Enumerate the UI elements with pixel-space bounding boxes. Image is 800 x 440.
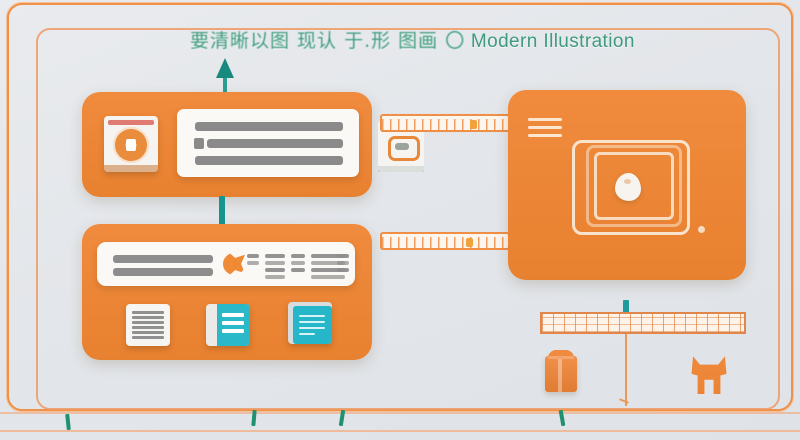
document-teal[interactable] bbox=[288, 302, 332, 344]
badge-icon bbox=[388, 136, 420, 161]
hamburger-icon[interactable] bbox=[528, 118, 562, 140]
text-line bbox=[195, 122, 343, 131]
nested-frame-inner bbox=[594, 152, 674, 220]
baseline-secondary bbox=[0, 412, 800, 414]
disc-tile[interactable] bbox=[104, 116, 158, 172]
page-title-latin: Modern Illustration bbox=[470, 31, 635, 52]
disc-icon bbox=[113, 127, 149, 163]
text-panel[interactable] bbox=[177, 109, 359, 177]
drop-line bbox=[625, 334, 627, 406]
toolbar-line bbox=[113, 255, 213, 263]
connector-marker bbox=[470, 120, 477, 129]
tick-marker bbox=[338, 409, 346, 427]
nested-frame-middle bbox=[586, 145, 682, 227]
arrow-up-icon bbox=[216, 58, 234, 94]
gift-icon bbox=[545, 350, 577, 392]
toolbar-line bbox=[113, 268, 213, 276]
document-mixed-panel bbox=[217, 304, 250, 346]
inner-frame bbox=[36, 28, 780, 410]
speck-dot bbox=[698, 226, 705, 233]
disc-tile-strip bbox=[108, 120, 154, 125]
tick-marker bbox=[65, 413, 71, 431]
toolbar-line-group bbox=[265, 254, 285, 282]
viewer-card[interactable] bbox=[508, 90, 746, 280]
connector-marker bbox=[466, 238, 473, 247]
connector-bottom bbox=[380, 232, 510, 250]
teal-stub bbox=[623, 300, 629, 314]
media-card[interactable] bbox=[82, 92, 424, 197]
text-line bbox=[195, 156, 343, 165]
disc-tile-base bbox=[104, 165, 158, 172]
toolbar-line-group bbox=[311, 254, 345, 282]
document-plain[interactable] bbox=[126, 304, 170, 346]
page-title-glyphs: 要清晰以图 现认 于.形 图画 〇 bbox=[190, 30, 466, 52]
bag-tile-base bbox=[378, 166, 424, 172]
grid-bar bbox=[540, 312, 746, 334]
toolbar-line-group bbox=[247, 254, 259, 268]
toolbar[interactable] bbox=[97, 242, 355, 286]
toolbar-line-group bbox=[291, 254, 305, 275]
baseline-primary bbox=[0, 430, 800, 432]
tick-marker bbox=[251, 409, 257, 427]
toolbar-line-group bbox=[337, 254, 349, 275]
document-mixed[interactable] bbox=[206, 304, 250, 346]
fox-icon bbox=[223, 253, 245, 275]
editor-card[interactable] bbox=[82, 224, 372, 360]
outer-frame bbox=[6, 2, 794, 412]
connector-top bbox=[380, 114, 510, 132]
nested-frame-outer bbox=[572, 140, 690, 235]
vertical-link bbox=[219, 196, 225, 226]
document-teal-panel bbox=[293, 306, 332, 344]
text-line bbox=[207, 139, 343, 148]
blob-icon bbox=[615, 173, 641, 201]
page-title: 要清晰以图 现认 于.形 图画 〇 Modern Illustration bbox=[190, 26, 660, 52]
bullet-marker bbox=[194, 138, 204, 149]
